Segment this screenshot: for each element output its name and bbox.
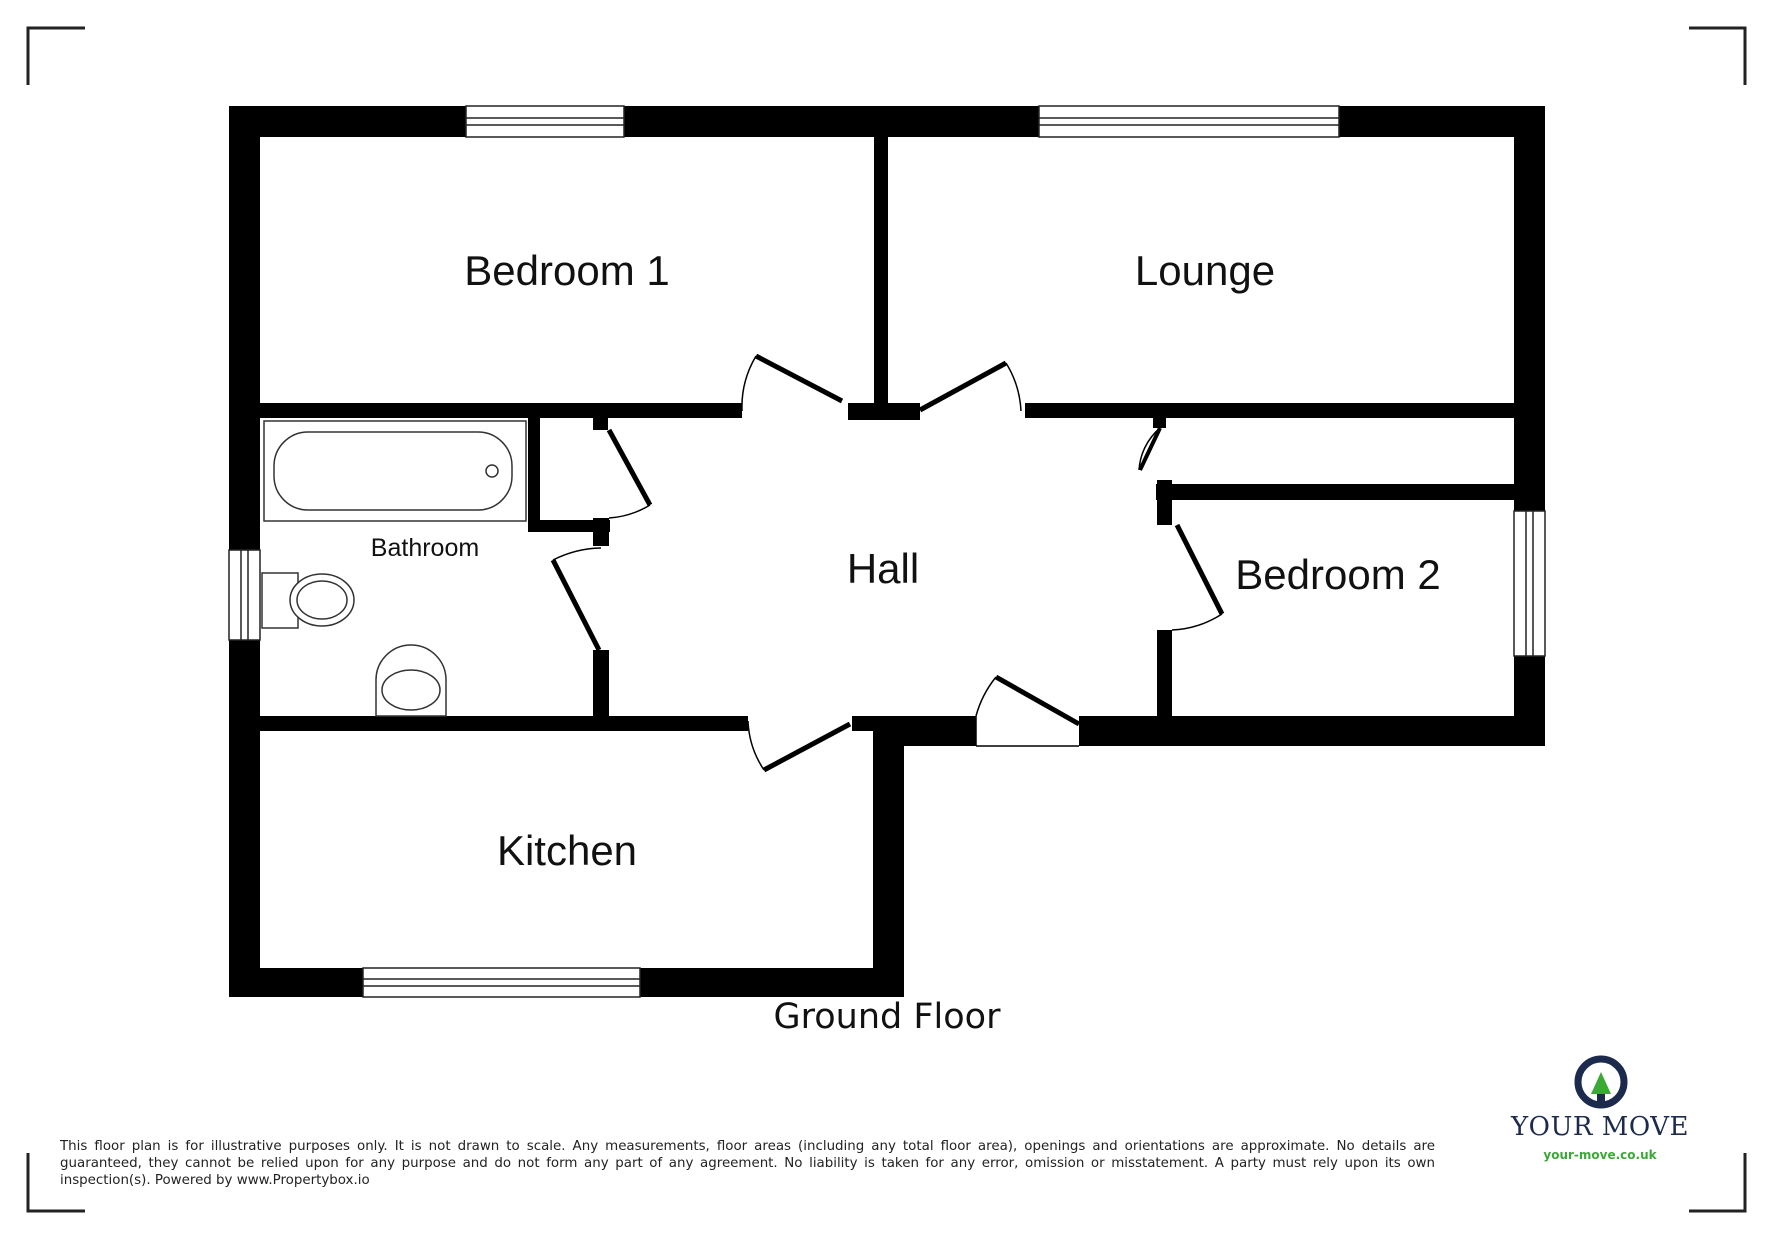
disclaimer-text: This floor plan is for illustrative purp… <box>60 1139 1435 1188</box>
room-label-kitchen: Kitchen <box>497 827 637 874</box>
floor-label: Ground Floor <box>774 997 1002 1037</box>
room-label-lounge: Lounge <box>1135 247 1275 294</box>
crop-marks <box>26 26 1747 1213</box>
your-move-logo: YOUR MOVE your-move.co.uk <box>1500 1052 1720 1162</box>
interior-walls <box>260 137 1514 731</box>
window-lounge <box>1038 105 1340 138</box>
logo-url: your-move.co.uk <box>1543 1148 1657 1162</box>
bath-icon <box>263 420 527 522</box>
toilet-icon <box>261 572 355 629</box>
doors <box>550 353 1225 773</box>
windows <box>228 105 1546 998</box>
sink-icon <box>375 644 447 717</box>
logo-name: YOUR MOVE <box>1511 1112 1689 1142</box>
window-bathroom <box>228 549 261 641</box>
room-label-bathroom: Bathroom <box>371 534 479 562</box>
room-label-bedroom2: Bedroom 2 <box>1235 551 1440 598</box>
window-bedroom1 <box>465 105 625 138</box>
window-kitchen <box>362 967 641 998</box>
location-pin-icon <box>1574 1055 1628 1109</box>
room-label-hall: Hall <box>847 545 919 592</box>
room-label-bedroom1: Bedroom 1 <box>464 247 669 294</box>
bathroom-fixtures <box>261 420 527 717</box>
window-bedroom2 <box>1513 510 1546 657</box>
